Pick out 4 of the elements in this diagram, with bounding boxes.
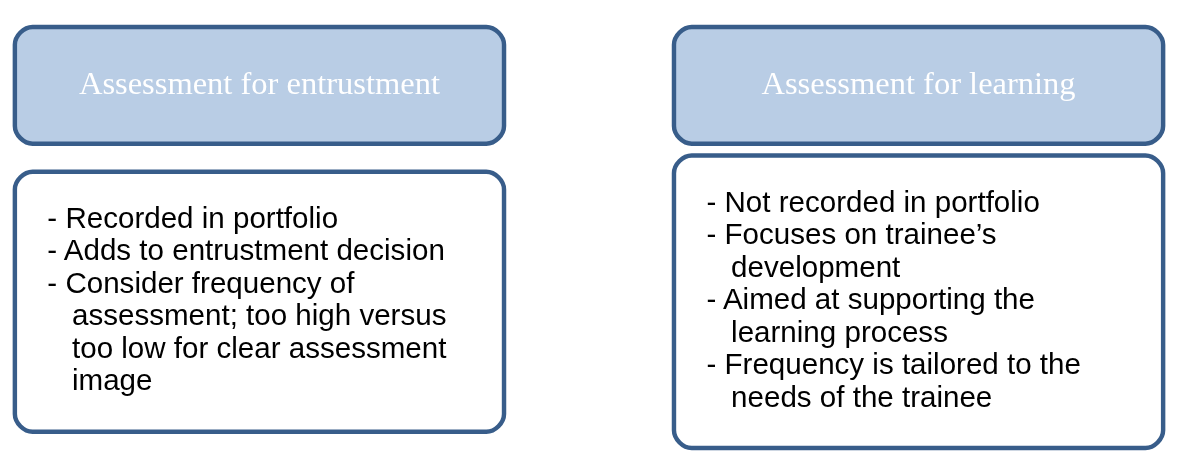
node-box: - Recorded in portfolio - Adds to entrustment decision - Consider frequency of assessment; too high versus too low for clear assessment image [12, 169, 507, 434]
node-box: Assessment for entrustment [12, 24, 507, 146]
node-box: Assessment for learning [671, 24, 1166, 146]
node-box: - Not recorded in portfolio - Focuses on trainee’s development - Aimed at supporting the learning process - Frequency is tailored to the needs of the trainee [671, 152, 1166, 450]
